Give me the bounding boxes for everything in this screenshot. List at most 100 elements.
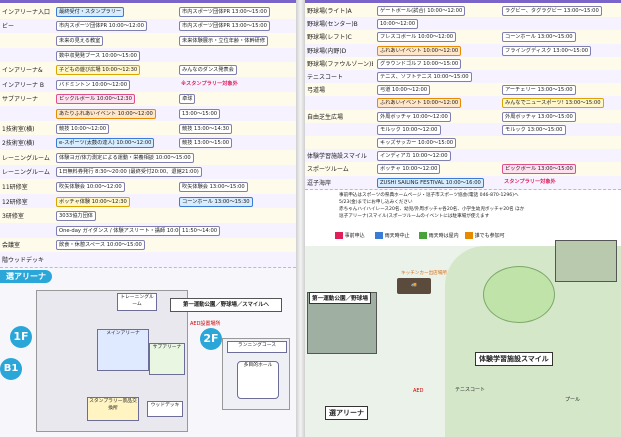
left-header-stripe bbox=[0, 0, 296, 3]
event-tag: 1日無料券発行 8:30～20:00 (最終受付20:00、退館21:00) bbox=[56, 167, 202, 178]
event-tag: 弓道 10:00～12:00 bbox=[377, 85, 431, 96]
event-tag: 市内スポーツ団体PR 13:00～15:00 bbox=[179, 6, 270, 17]
park-map: 第一運動公園／野球場 体験学習施設スマイル 選アリーナ 🚚 キッチンカー出店場所… bbox=[305, 240, 621, 437]
schedule-row-events: 数中収発発ブース 10:00～15:00 bbox=[52, 48, 296, 63]
event-tag: 外周ボッチャ 10:00～12:00 bbox=[377, 111, 451, 122]
schedule-row-events: バドミントン 10:00～12:00※スタンプラリー対象外 bbox=[52, 77, 296, 92]
schedule-row-events: テニス、ソフトテニス 10:00～15:00 bbox=[373, 70, 621, 83]
schedule-row-venue: 野球場(ファウルゾーン)E bbox=[307, 60, 373, 68]
schedule-row: 野球場(ファウルゾーン)E グラウンドゴルフ 10:00～15:00 bbox=[305, 56, 621, 71]
schedule-row: キッズサッカー 10:00～15:00 bbox=[305, 136, 621, 151]
schedule-row-venue: 弓道場 bbox=[307, 87, 326, 95]
schedule-row-events bbox=[52, 252, 296, 267]
event-tag: キッズサッカー 10:00～15:00 bbox=[377, 138, 457, 149]
map-label-arena: 選アリーナ bbox=[325, 406, 368, 420]
room-sub-arena: サブアリーナ bbox=[149, 343, 185, 375]
schedule-row: 体験学習施設スマイルインディアカ 10:00～12:00 bbox=[305, 149, 621, 164]
room-running-course: ランニングコース bbox=[227, 341, 287, 353]
legend-label: 雨天時は屋内 bbox=[428, 233, 459, 239]
schedule-row-venue: レーニングルーム bbox=[2, 169, 50, 177]
event-tag: ZUSHI SAILING FESTIVAL 10:00～16:00 bbox=[377, 177, 484, 188]
floor-2f-plan: ランニングコース 多目的ホール bbox=[222, 338, 290, 410]
schedule-row-venue: テニスコート bbox=[307, 74, 344, 82]
event-tag: ふれあいイベント 10:00～12:00 bbox=[377, 98, 462, 109]
schedule-row: 野球場(センター)B 10:00～12:00 bbox=[305, 17, 621, 32]
floor-2f-badge: 2F bbox=[200, 328, 222, 350]
event-tag: 最終受付・スタンプラリー bbox=[56, 6, 125, 17]
map-label-tennis: テニスコート bbox=[455, 387, 486, 393]
schedule-row-events: 3033協力団体 bbox=[52, 208, 296, 223]
event-tag: スタンプラリー対象外 bbox=[504, 178, 556, 185]
schedule-row-venue: 野球場(内野)D bbox=[307, 47, 347, 55]
kitchen-car-label: キッチンカー出店場所 bbox=[401, 271, 447, 276]
event-tag: 未来体験展示・立位年齢・体幹研修 bbox=[179, 35, 269, 46]
event-tag: 体験ヨガ/体力測定による運動・栄養相談 10:00～15:00 bbox=[56, 152, 194, 163]
left-page: インアリーナ入口最終受付・スタンプラリー市内スポーツ団体PR 13:00～15:… bbox=[0, 0, 296, 437]
legend-swatch bbox=[335, 232, 343, 239]
event-tag: みんなのダンス発表会 bbox=[179, 65, 237, 76]
schedule-row-venue: スポーツルーム bbox=[307, 166, 349, 174]
event-tag: フライングディスク 13:00～15:00 bbox=[502, 45, 592, 56]
schedule-row: インアリーナ B バドミントン 10:00～12:00※スタンプラリー対象外 bbox=[0, 77, 296, 93]
schedule-row-venue: 階ウッドデッキ bbox=[2, 256, 45, 264]
legend-label: 雨天時中止 bbox=[384, 233, 410, 239]
event-tag: 子どもの遊び広場 10:00～12:30 bbox=[56, 65, 141, 76]
schedule-row-events: 飲食・休憩スペース 10:00～15:00 bbox=[52, 238, 296, 253]
schedule-row: 未来の見える教室未来体験展示・立位年齢・体幹研修 bbox=[0, 33, 296, 49]
map-label-first-park: 第一運動公園／野球場 bbox=[309, 292, 371, 304]
schedule-row-venue: 会議室 bbox=[2, 242, 21, 250]
schedule-row-venue: 野球場(センター)B bbox=[307, 21, 358, 29]
room-stamp-exchange: スタンプラリー景品交換所 bbox=[87, 397, 139, 421]
event-tag: フレスコボール 10:00～12:00 bbox=[377, 32, 457, 43]
schedule-row-events: 最終受付・スタンプラリー 市内スポーツ団体PR 13:00～15:00 bbox=[52, 4, 296, 19]
aed-label: AED設置場所 bbox=[190, 321, 221, 327]
event-tag: バドミントン 10:00～12:00 bbox=[56, 79, 131, 90]
event-tag: 市内スポーツ団体PR 10:00～12:00 bbox=[56, 21, 147, 32]
event-tag: 卓球 bbox=[179, 94, 196, 105]
event-tag: 数中収発発ブース 10:00～15:00 bbox=[56, 50, 140, 61]
event-tag: グラウンドゴルフ 10:00～15:00 bbox=[377, 58, 462, 69]
schedule-row-events: 10:00～12:00 bbox=[373, 17, 621, 30]
schedule-row: レーニングルーム 1日無料券発行 8:30～20:00 (最終受付20:00、退館… bbox=[0, 164, 296, 181]
photo-park bbox=[555, 240, 617, 282]
legend: 事前申込 雨天時中止 雨天時は屋内 誰でも参加可 bbox=[335, 230, 535, 244]
schedule-row-venue: インアリーナ B bbox=[2, 81, 45, 89]
event-tag: 11:50～14:00 bbox=[179, 225, 221, 236]
legend-label: 誰でも参加可 bbox=[474, 233, 505, 239]
legend-swatch bbox=[419, 232, 427, 239]
event-tag: 市内スポーツ団体PR 13:00～15:00 bbox=[179, 21, 270, 32]
schedule-row-events: インディアカ 10:00～12:00 bbox=[373, 149, 621, 162]
right-header-stripe bbox=[305, 0, 621, 3]
page-fold bbox=[296, 0, 305, 437]
notes-block: 事前申込はスポーツの祭典ホームページ・逗子市スポーツ協会(電話 046-870-… bbox=[305, 192, 621, 226]
schedule-row-venue: 2技術室(横) bbox=[2, 140, 35, 148]
legend-swatch bbox=[375, 232, 383, 239]
schedule-row: 逗子海岸 ZUSHI SAILING FESTIVAL 10:00～16:00 スタ… bbox=[305, 175, 621, 190]
legend-swatch bbox=[465, 232, 473, 239]
schedule-row-venue: ビー bbox=[2, 23, 15, 31]
schedule-row-events: 1日無料券発行 8:30～20:00 (最終受付20:00、退館21:00) bbox=[52, 165, 296, 180]
schedule-row-venue: レーニングルーム bbox=[2, 154, 50, 162]
schedule-row: ビー 市内スポーツ団体PR 10:00～12:00 市内スポーツ団体PR 13:00… bbox=[0, 18, 296, 35]
schedule-row-venue: 逗子海岸 bbox=[307, 179, 332, 187]
event-tag: 吹矢体験会 13:00～15:00 bbox=[179, 181, 248, 192]
event-tag: ボッチャ 10:00～12:00 bbox=[377, 164, 441, 175]
note-line-2: 5/23(金)までにお申し込みください bbox=[339, 200, 413, 205]
event-tag: モルック 10:00～12:00 bbox=[377, 124, 441, 135]
